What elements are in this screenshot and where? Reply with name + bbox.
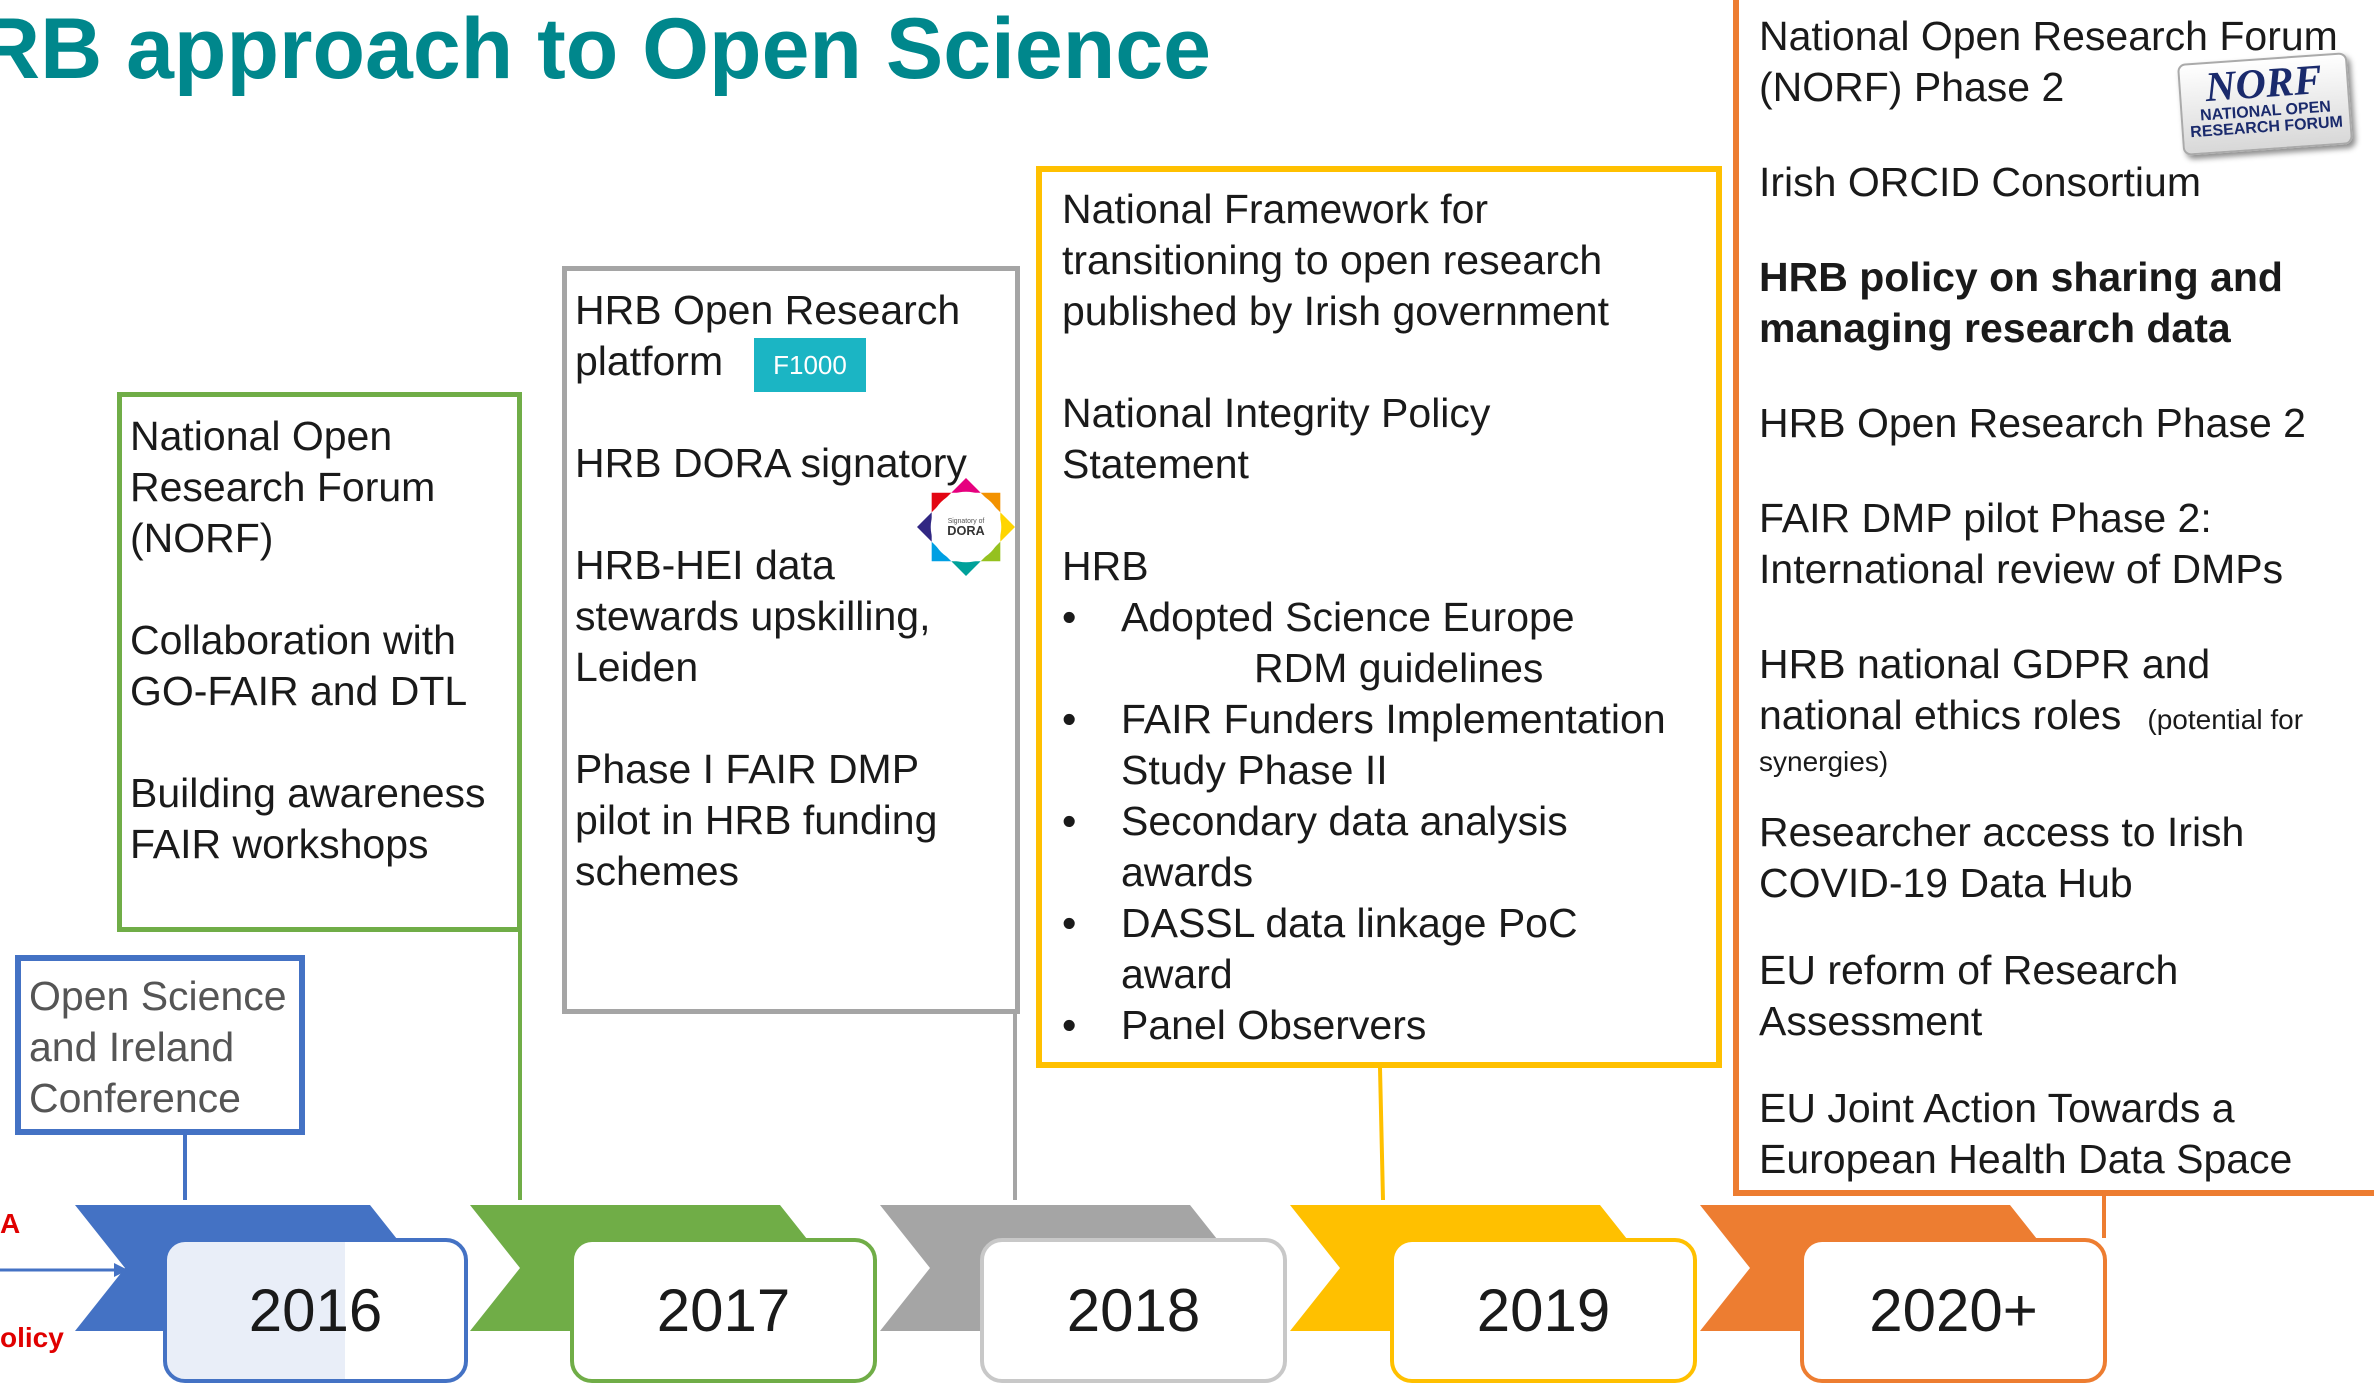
item-text: International review of DMPs <box>1759 546 2284 592</box>
item-text: (NORF) <box>130 515 274 561</box>
item-text: HRB <box>1062 543 1149 589</box>
item-text: stewards upskilling, <box>575 593 931 639</box>
item-text: platform <box>575 338 724 384</box>
item-text: transitioning to open research <box>1062 237 1603 283</box>
bullet-dot: • <box>1062 798 1077 844</box>
item-text: RDM guidelines <box>1254 645 1544 691</box>
bullet-dot: • <box>1062 900 1077 946</box>
box-2016: National Open Research Forum (NORF) Coll… <box>117 392 522 932</box>
year-label: 2018 <box>1066 1277 1201 1344</box>
item-text: HRB Open Research Phase 2 <box>1759 400 2306 446</box>
year-2020: 2020+ <box>1800 1238 2107 1383</box>
bullet-item: • FAIR Funders Implementation Study Phas… <box>1062 694 1716 796</box>
item-text: national ethics roles <box>1759 692 2122 738</box>
item-text: Research Forum <box>130 464 436 510</box>
bullet-item: • DASSL data linkage PoC award <box>1062 898 1716 1000</box>
item-text: Secondary data analysis <box>1121 798 1568 844</box>
year-label: 2020+ <box>1869 1277 2038 1344</box>
item-text: pilot in HRB funding <box>575 797 938 843</box>
f1000-logo: F1000 <box>754 338 866 392</box>
item-text: Study Phase II <box>1121 747 1388 793</box>
dora-small-text: Signatory of <box>948 518 985 525</box>
item-text: National Open Research Forum <box>1759 13 2338 59</box>
item-text: Adopted Science Europe <box>1121 594 1575 640</box>
item-text: Researcher access to Irish <box>1759 809 2245 855</box>
year-2016: 2016 <box>163 1238 468 1383</box>
item-note: (potential for <box>2147 704 2304 735</box>
item-text: National Integrity Policy <box>1062 390 1491 436</box>
connector-2018 <box>1378 1067 1385 1201</box>
bullet-dot: • <box>1062 696 1077 742</box>
item-text: Panel Observers <box>1121 1002 1427 1048</box>
item-text: Irish ORCID Consortium <box>1759 159 2201 205</box>
bullet-dot: • <box>1062 594 1077 640</box>
bullet-item: • Panel Observers <box>1062 1000 1716 1051</box>
item-text: National Open <box>130 413 393 459</box>
item-text: HRB policy on sharing and <box>1759 254 2283 300</box>
item-text: Phase I FAIR DMP <box>575 746 920 792</box>
dora-logo: Signatory of DORA <box>917 478 1015 576</box>
item-text: HRB DORA signatory <box>575 440 967 486</box>
item-text: awards <box>1121 849 1254 895</box>
item-text: Statement <box>1062 441 1249 487</box>
conference-line: Conference <box>29 1075 241 1121</box>
item-text: award <box>1121 951 1233 997</box>
item-note: synergies) <box>1759 746 1889 777</box>
item-text: COVID-19 Data Hub <box>1759 860 2133 906</box>
item-text: Assessment <box>1759 998 1983 1044</box>
bullet-item: • Secondary data analysis awards <box>1062 796 1716 898</box>
year-2019: 2019 <box>1390 1238 1697 1383</box>
conference-line: Open Science <box>29 973 287 1019</box>
item-text: HRB national GDPR and <box>1759 641 2211 687</box>
box-2018: National Framework for transitioning to … <box>1036 166 1722 1068</box>
item-text: Building awareness <box>130 770 486 816</box>
item-text: Leiden <box>575 644 699 690</box>
item-text: National Framework for <box>1062 186 1489 232</box>
year-label: 2017 <box>656 1277 791 1344</box>
bullet-item: • Adopted Science Europe RDM guidelines <box>1062 592 1716 694</box>
year-2018: 2018 <box>980 1238 1287 1383</box>
item-text: FAIR DMP pilot Phase 2: <box>1759 495 2212 541</box>
item-text: published by Irish government <box>1062 288 1609 334</box>
year-label: 2016 <box>248 1277 383 1344</box>
item-text: European Health Data Space <box>1759 1136 2293 1182</box>
item-text: HRB-HEI data <box>575 542 835 588</box>
item-text: EU reform of Research <box>1759 947 2179 993</box>
page-title: RB approach to Open Science <box>0 1 1211 97</box>
box-2016-conference: Open Science and Ireland Conference <box>15 955 305 1135</box>
norf-logo: NORF NATIONAL OPEN RESEARCH FORUM <box>2176 52 2354 156</box>
item-text: schemes <box>575 848 740 894</box>
item-text: managing research data <box>1759 305 2231 351</box>
dora-text: DORA <box>947 523 985 538</box>
item-text: HRB Open Research <box>575 287 961 333</box>
year-2017: 2017 <box>570 1238 877 1383</box>
conference-line: and Ireland <box>29 1024 235 1070</box>
edge-label-a: A <box>0 1208 21 1239</box>
box-2020: National Open Research Forum (NORF) Phas… <box>1733 0 2374 1196</box>
bullet-dot: • <box>1062 1002 1077 1048</box>
item-text: EU Joint Action Towards a <box>1759 1085 2235 1131</box>
item-text: FAIR workshops <box>130 821 429 867</box>
left-arrow-head <box>114 1263 128 1277</box>
edge-label-policy: olicy <box>0 1322 64 1353</box>
item-text: GO-FAIR and DTL <box>130 668 468 714</box>
item-text: DASSL data linkage PoC <box>1121 900 1578 946</box>
item-text: FAIR Funders Implementation <box>1121 696 1666 742</box>
year-label: 2019 <box>1476 1277 1611 1344</box>
item-text: Collaboration with <box>130 617 456 663</box>
item-text: (NORF) Phase 2 <box>1759 64 2065 110</box>
